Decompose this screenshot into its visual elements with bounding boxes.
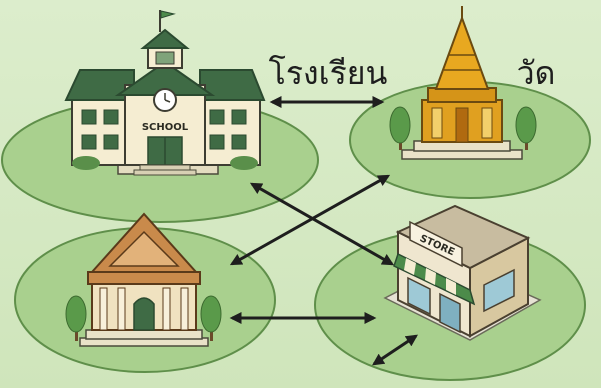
tree-icon xyxy=(515,106,537,150)
temple-title: วัด xyxy=(517,54,556,92)
arrow-store-ground xyxy=(372,334,418,366)
tree-icon xyxy=(65,295,87,341)
school-sign: SCHOOL xyxy=(142,122,189,133)
tree-icon xyxy=(389,106,411,150)
government-building-icon xyxy=(79,212,209,347)
store-icon xyxy=(383,204,542,341)
tree-icon xyxy=(200,295,222,341)
flag-icon xyxy=(159,10,176,32)
temple-icon xyxy=(401,6,523,160)
school-building-icon xyxy=(64,28,266,176)
school-title: โรงเรียน xyxy=(269,54,388,92)
arrow-temple-government xyxy=(229,174,391,266)
clock-icon xyxy=(153,88,177,112)
